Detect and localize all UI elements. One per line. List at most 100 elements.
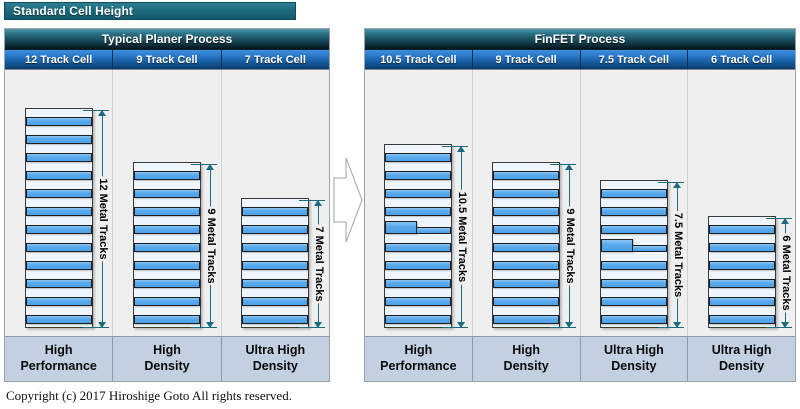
dimension-tick-top — [442, 146, 469, 147]
metal-track — [385, 145, 452, 163]
dimension-label: 7 Metal Tracks — [313, 224, 326, 304]
cell-column-planar-1: 9 Metal Tracks — [113, 70, 222, 336]
dimension-line: 9 Metal Tracks — [190, 164, 219, 328]
cell-column-finfet-1: 9 Metal Tracks — [473, 70, 581, 336]
metal-track-bar — [708, 297, 775, 306]
track-header-planar-1[interactable]: 9 Track Cell — [113, 50, 222, 69]
metal-track — [600, 307, 667, 325]
metal-track-bar — [493, 243, 560, 252]
metal-track-bar — [385, 221, 418, 234]
metal-track-bar — [25, 261, 92, 270]
metal-track-bar — [25, 207, 92, 216]
metal-track-bar — [25, 243, 92, 252]
metal-track — [25, 181, 92, 199]
dimension-tick-top — [765, 218, 792, 219]
metal-track-bar — [493, 171, 560, 180]
track-header-finfet-0[interactable]: 10.5 Track Cell — [365, 50, 473, 69]
metal-track-bar — [242, 297, 309, 306]
dimension-tick-top — [657, 182, 684, 183]
page-title: Standard Cell Height — [13, 4, 134, 18]
dimension-arrowhead-bottom — [314, 322, 323, 328]
metal-track — [493, 163, 560, 181]
track-header-planar-2[interactable]: 7 Track Cell — [221, 50, 329, 69]
metal-track-bar — [385, 243, 452, 252]
track-header-label: 6 Track Cell — [711, 53, 773, 66]
dimension-arrowhead-top — [457, 146, 466, 152]
footer-label-line: High — [512, 343, 541, 358]
metal-track-bar — [385, 261, 452, 270]
metal-track — [708, 271, 775, 289]
footer-label-line: Density — [252, 359, 298, 373]
metal-track — [385, 271, 452, 289]
dimension-arrowhead-top — [205, 164, 214, 170]
metal-track-bar — [493, 279, 560, 288]
metal-track-bar — [25, 117, 92, 126]
metal-track-bar — [708, 261, 775, 270]
dimension-line: 10.5 Metal Tracks — [442, 146, 470, 328]
metal-track — [242, 199, 309, 217]
metal-track-bar — [25, 135, 92, 144]
track-header-finfet-3[interactable]: 6 Track Cell — [688, 50, 795, 69]
metal-track-bar — [25, 171, 92, 180]
metal-track-bar — [242, 261, 309, 270]
dimension-tick-bottom — [190, 327, 217, 328]
metal-track-bar — [385, 153, 452, 162]
metal-track — [133, 163, 200, 181]
metal-track — [242, 235, 309, 253]
dimension-arrowhead-bottom — [457, 322, 466, 328]
track-header-label: 9 Track Cell — [136, 53, 198, 66]
metal-track-bar — [133, 315, 200, 324]
metal-track-bar — [600, 189, 667, 198]
metal-track — [242, 307, 309, 325]
dimension-tick-bottom — [657, 327, 684, 328]
cell-column-finfet-0: 10.5 Metal Tracks — [365, 70, 473, 336]
metal-track — [25, 289, 92, 307]
metal-track — [25, 307, 92, 325]
metal-track — [600, 199, 667, 217]
metal-track-bar — [133, 189, 200, 198]
metal-track — [708, 217, 775, 235]
metal-track — [133, 253, 200, 271]
metal-track-stack — [132, 162, 201, 328]
arrow-right-icon — [333, 157, 363, 243]
dimension-label: 7.5 Metal Tracks — [671, 210, 684, 300]
metal-track-stack — [707, 216, 776, 328]
metal-track — [133, 181, 200, 199]
track-header-finfet-2[interactable]: 7.5 Track Cell — [580, 50, 689, 69]
dimension-tick-top — [299, 200, 326, 201]
dimension-label: 10.5 Metal Tracks — [456, 189, 469, 285]
half-metal-track — [600, 235, 667, 253]
cell-column-finfet-3: 6 Metal Tracks — [688, 70, 795, 336]
footer-label-line: Ultra High — [245, 343, 306, 358]
metal-track-bar — [133, 225, 200, 234]
metal-track-bar — [242, 207, 309, 216]
metal-track — [133, 307, 200, 325]
dimension-arrowhead-bottom — [565, 322, 574, 328]
metal-track — [600, 271, 667, 289]
track-header-planar-0[interactable]: 12 Track Cell — [5, 50, 114, 69]
dimension-label: 9 Metal Tracks — [204, 206, 217, 286]
dimension-arrowhead-bottom — [205, 322, 214, 328]
metal-track-bar — [133, 279, 200, 288]
footer-label-line: Density — [611, 359, 657, 373]
track-header-finfet-1[interactable]: 9 Track Cell — [472, 50, 581, 69]
metal-track — [133, 199, 200, 217]
metal-track — [493, 181, 560, 199]
metal-track-bar-step — [417, 227, 452, 234]
metal-track-bar — [493, 315, 560, 324]
metal-track-bar — [493, 297, 560, 306]
dimension-tick-bottom — [299, 327, 326, 328]
metal-track — [242, 217, 309, 235]
track-header-label: 7 Track Cell — [244, 53, 306, 66]
metal-track-bar — [493, 225, 560, 234]
metal-track — [385, 307, 452, 325]
metal-track-bar — [493, 189, 560, 198]
footer-label-line: High — [404, 343, 433, 358]
metal-track — [385, 181, 452, 199]
